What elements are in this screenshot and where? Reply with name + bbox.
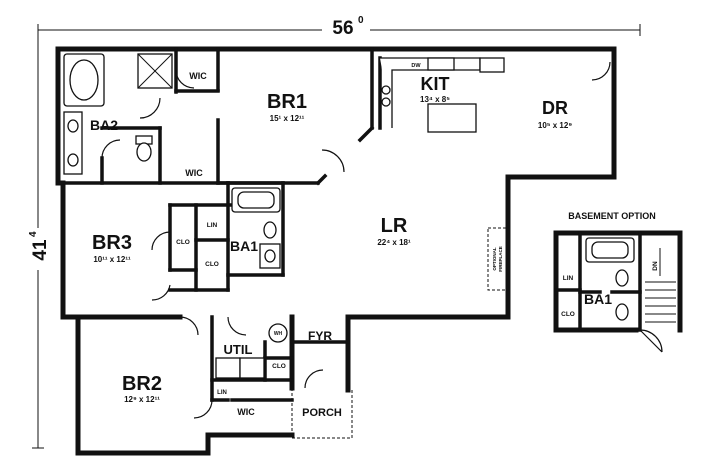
room-name-br1: BR1	[267, 91, 307, 113]
room-name-br3: BR3	[92, 232, 132, 254]
clo-label: CLO	[272, 363, 286, 370]
room-size-lr: 22⁴ x 18¹	[377, 238, 411, 247]
range-icon	[479, 57, 505, 73]
wic-label: WIC	[237, 407, 255, 417]
door-swing	[101, 139, 121, 159]
door-swing	[193, 399, 213, 419]
door-swing	[591, 61, 611, 81]
fixtures	[63, 53, 509, 379]
room-name-dr: DR	[542, 98, 568, 118]
width-dimension: 56 0	[37, 15, 641, 39]
room-labels: KIT 13⁴ x 8⁵ DR 10⁵ x 12⁹ BR1 15¹ x 12¹¹…	[90, 74, 572, 419]
stair-icon	[645, 248, 676, 323]
washer-icon	[215, 357, 241, 379]
interior-walls	[56, 47, 382, 402]
wic-label: WIC	[185, 168, 203, 178]
room-name-porch: PORCH	[302, 407, 342, 419]
room-name-kit: KIT	[421, 74, 450, 94]
door-swing	[304, 369, 324, 389]
door-swing	[139, 97, 161, 119]
room-size-dr: 10⁵ x 12⁹	[538, 121, 572, 130]
basement-option: BASEMENT OPTION BA1 LIN CLO DN	[553, 211, 683, 353]
toilet-icon	[263, 221, 277, 239]
clo-label: CLO	[205, 261, 219, 268]
fireplace-label: OPTIONAL	[492, 247, 497, 271]
room-size-br2: 12⁹ x 12¹¹	[124, 395, 160, 404]
wh-label: WH	[274, 331, 283, 337]
toilet-icon	[615, 269, 629, 287]
depth-dimension-value: 41	[30, 239, 51, 261]
door-swing	[179, 316, 199, 336]
room-name-lr: LR	[381, 215, 408, 237]
door-swing	[227, 316, 247, 336]
water-heater-icon	[268, 323, 288, 343]
clo-label: CLO	[176, 239, 190, 246]
small-labels: WIC WIC WIC CLO CLO CLO LIN LIN DW WH OP…	[176, 63, 503, 417]
door-swing	[639, 329, 663, 353]
toilet-icon	[615, 303, 629, 321]
door-swing	[151, 284, 171, 301]
room-name-ba2: BA2	[90, 117, 118, 133]
fireplace-label: FIREPLACE	[498, 246, 503, 272]
doors	[101, 61, 611, 419]
door-swing	[175, 69, 195, 89]
lin-label: LIN	[207, 222, 218, 229]
width-dimension-value: 56	[332, 18, 353, 39]
room-name-fyr: FYR	[308, 329, 332, 343]
dw-label: DW	[411, 63, 421, 69]
kitchen-sink-icon	[427, 57, 455, 71]
sink-icon	[67, 153, 79, 167]
room-name-br2: BR2	[122, 373, 162, 395]
basement-lin-label: LIN	[563, 275, 574, 282]
room-name-ba1: BA1	[230, 238, 258, 254]
basement-clo-label: CLO	[561, 311, 575, 318]
width-dimension-sup: 0	[358, 15, 364, 26]
depth-dimension-sup: 4	[28, 231, 39, 237]
stair-down-label: DN	[652, 261, 659, 271]
door-swing	[151, 231, 171, 251]
basement-option-title: BASEMENT OPTION	[568, 211, 656, 221]
porch-outline	[291, 388, 353, 439]
room-size-kit: 13⁴ x 8⁵	[420, 95, 450, 104]
basement-bath-label: BA1	[584, 291, 612, 307]
fireplace-outline	[487, 227, 509, 291]
wic-label: WIC	[189, 71, 207, 81]
room-size-br1: 15¹ x 12¹¹	[270, 114, 305, 123]
kitchen-island	[427, 103, 477, 133]
sink-icon	[264, 249, 276, 263]
door-swing	[321, 149, 345, 173]
toilet-icon	[136, 142, 152, 162]
depth-dimension: 41 4	[28, 30, 51, 449]
lin-label: LIN	[217, 390, 227, 396]
dryer-icon	[239, 357, 265, 379]
room-name-util: UTIL	[224, 342, 253, 357]
room-size-br3: 10¹¹ x 12¹¹	[93, 255, 131, 264]
sink-icon	[67, 119, 79, 133]
